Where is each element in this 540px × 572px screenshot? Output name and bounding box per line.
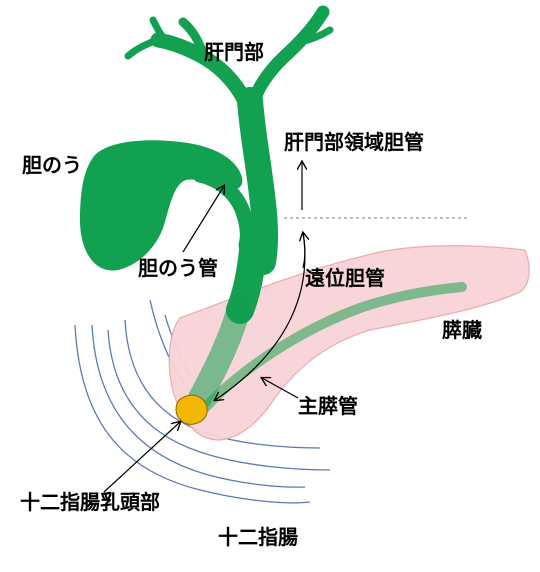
- main-pancreatic-duct: [200, 282, 467, 413]
- label-papilla: 十二指腸乳頭部: [20, 490, 160, 514]
- label-hilum: 肝門部: [204, 40, 264, 64]
- cystic-duct-arrow: [182, 186, 224, 253]
- label-cystic-duct: 胆のう管: [138, 256, 218, 280]
- label-main-pancreatic-duct: 主膵管: [298, 394, 358, 418]
- label-pancreas: 膵臓: [442, 318, 482, 342]
- biliary-tree: [80, 5, 334, 324]
- papilla-arrow: [103, 422, 180, 493]
- label-hilar-bile-duct: 肝門部領域胆管: [284, 130, 424, 154]
- distal-bile-duct-shape: [188, 293, 252, 410]
- gallbladder-shape: [80, 140, 243, 271]
- label-duodenum: 十二指腸: [218, 525, 298, 549]
- label-gallbladder: 胆のう: [22, 153, 82, 177]
- pancreatic-duct-arrow: [262, 378, 299, 399]
- papilla-shape: [175, 394, 208, 425]
- label-distal-bile-duct: 遠位胆管: [305, 266, 385, 290]
- distal-duct-arrow-up: [303, 233, 305, 269]
